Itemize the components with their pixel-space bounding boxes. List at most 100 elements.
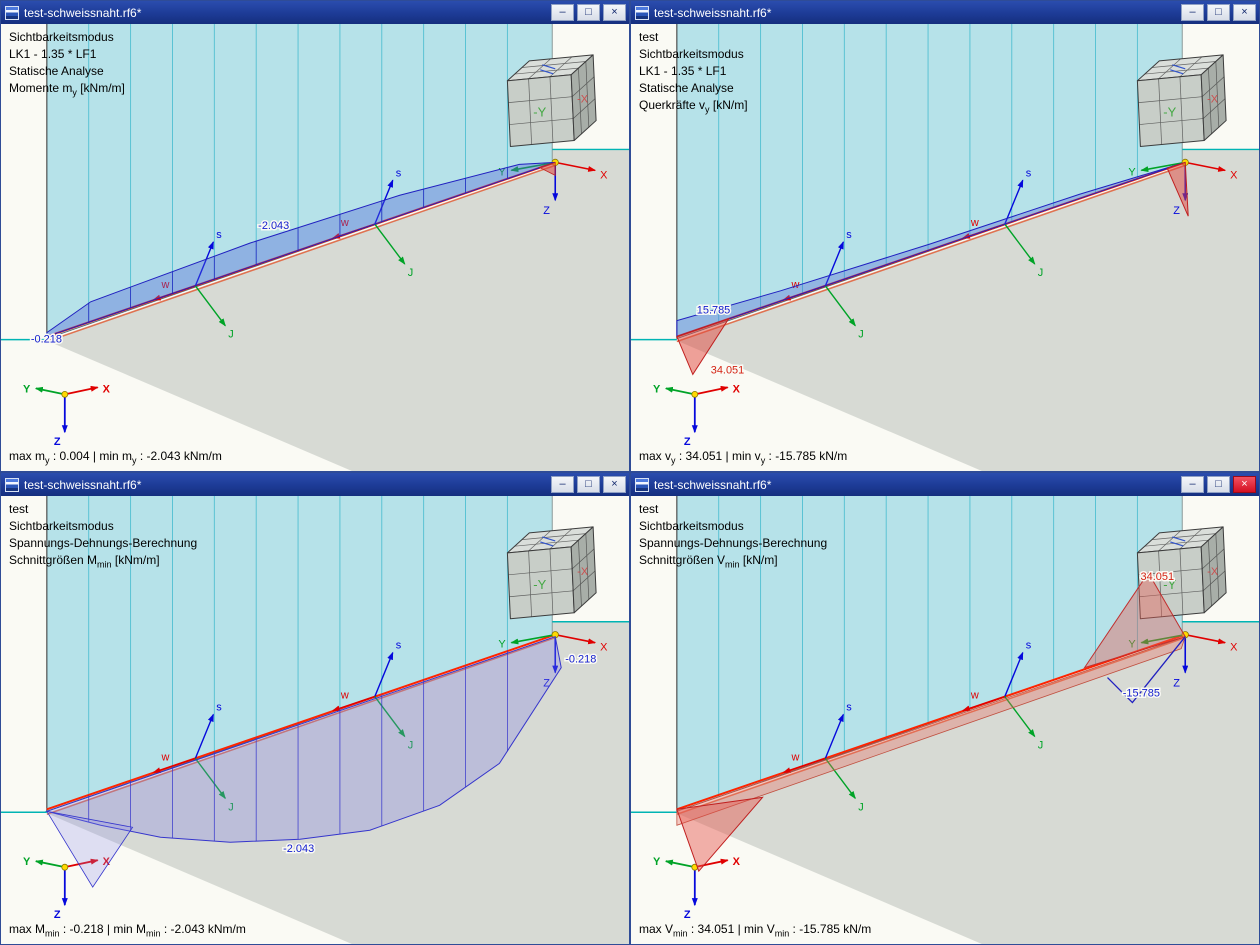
result-text: Querkräfte v bbox=[639, 98, 706, 112]
result-unit: [kNm/m] bbox=[111, 553, 160, 567]
minimize-button[interactable]: – bbox=[551, 476, 574, 493]
status-text: : -15.785 kN/m bbox=[765, 448, 848, 463]
result-text: Schnittgrößen M bbox=[9, 553, 98, 567]
close-button[interactable]: × bbox=[603, 4, 626, 21]
close-button[interactable]: × bbox=[1233, 4, 1256, 21]
window-title: test-schweissnaht.rf6* bbox=[654, 477, 772, 492]
maximize-button[interactable]: □ bbox=[577, 4, 600, 21]
minimize-icon: – bbox=[1189, 478, 1196, 490]
viewport-3d[interactable]: -15.785 34.051 test Sichtbarkeitsmodus S… bbox=[631, 496, 1259, 944]
window-titlebar[interactable]: test-schweissnaht.rf6* – □ × bbox=[631, 473, 1259, 496]
overlay-result-line: Querkräfte vy [kN/m] bbox=[639, 97, 748, 118]
result-info-overlay: Sichtbarkeitsmodus LK1 - 1.35 * LF1 Stat… bbox=[9, 29, 125, 101]
value-label-end: -0.218 bbox=[31, 334, 62, 346]
status-text: : -2.043 kNm/m bbox=[160, 921, 246, 936]
app-icon bbox=[635, 5, 649, 20]
status-text: max V bbox=[639, 921, 674, 936]
status-sub: min bbox=[146, 928, 161, 938]
window-controls: – □ × bbox=[1181, 476, 1256, 493]
result-sub: y bbox=[705, 104, 710, 115]
status-line: max Mmin : -0.218 | min Mmin : -2.043 kN… bbox=[9, 922, 246, 938]
value-label-max: -0.218 bbox=[565, 654, 596, 666]
close-icon: × bbox=[1241, 478, 1248, 490]
window-title: test-schweissnaht.rf6* bbox=[654, 5, 772, 20]
overlay-result-line: Schnittgrößen Vmin [kN/m] bbox=[639, 552, 827, 573]
close-button[interactable]: × bbox=[1233, 476, 1256, 493]
status-text: max M bbox=[9, 921, 45, 936]
overlay-line: Sichtbarkeitsmodus bbox=[639, 519, 744, 533]
close-icon: × bbox=[1241, 6, 1248, 18]
status-text: : -2.043 kNm/m bbox=[136, 448, 222, 463]
status-sub: min bbox=[774, 928, 790, 938]
window-controls: – □ × bbox=[551, 476, 626, 493]
value-label-max: 34.051 bbox=[711, 364, 744, 376]
window-titlebar[interactable]: test-schweissnaht.rf6* – □ × bbox=[1, 473, 629, 496]
status-line: max vy : 34.051 | min vy : -15.785 kN/m bbox=[639, 449, 847, 465]
status-text: : 34.051 | min V bbox=[687, 921, 775, 936]
window-controls: – □ × bbox=[551, 4, 626, 21]
viewport-3d[interactable]: -2.043 -0.218 Sichtbarkeitsmodus LK1 - 1… bbox=[1, 24, 629, 471]
overlay-line: Statische Analyse bbox=[9, 64, 104, 78]
overlay-line: LK1 - 1.35 * LF1 bbox=[9, 47, 97, 61]
viewport-3d[interactable]: 15.785 34.051 test Sichtbarkeitsmodus LK… bbox=[631, 24, 1259, 471]
status-text: max v bbox=[639, 448, 672, 463]
status-text: max m bbox=[9, 448, 45, 463]
result-sub: min bbox=[725, 559, 740, 570]
maximize-icon: □ bbox=[1215, 478, 1222, 490]
status-line: max my : 0.004 | min my : -2.043 kNm/m bbox=[9, 449, 222, 465]
window-shear-vy: test-schweissnaht.rf6* – □ × 15.785 34.0… bbox=[630, 0, 1260, 472]
status-sub: y bbox=[671, 455, 676, 465]
window-titlebar[interactable]: test-schweissnaht.rf6* – □ × bbox=[1, 1, 629, 24]
window-min-shear: test-schweissnaht.rf6* – □ × -15.785 34.… bbox=[630, 472, 1260, 945]
close-button[interactable]: × bbox=[603, 476, 626, 493]
value-label-min: 15.785 bbox=[697, 305, 730, 317]
min-shear-diagram bbox=[676, 571, 1186, 873]
app-icon bbox=[635, 477, 649, 492]
overlay-line: test bbox=[9, 502, 29, 516]
overlay-line: test bbox=[639, 30, 659, 44]
value-label-max: 34.051 bbox=[1141, 571, 1175, 583]
minimize-button[interactable]: – bbox=[1181, 476, 1204, 493]
status-sub: y bbox=[760, 455, 766, 465]
result-text: Schnittgrößen V bbox=[639, 553, 726, 567]
result-info-overlay: test Sichtbarkeitsmodus LK1 - 1.35 * LF1… bbox=[639, 29, 748, 118]
status-text: : 0.004 | min m bbox=[49, 448, 132, 463]
overlay-result-line: Schnittgrößen Mmin [kNm/m] bbox=[9, 552, 197, 573]
overlay-line: LK1 - 1.35 * LF1 bbox=[639, 64, 727, 78]
result-text: Momente m bbox=[9, 81, 73, 95]
status-sub: min bbox=[45, 928, 60, 938]
result-unit: [kN/m] bbox=[709, 98, 748, 112]
status-text: : -0.218 | min M bbox=[59, 921, 146, 936]
window-controls: – □ × bbox=[1181, 4, 1256, 21]
shear-diagram bbox=[676, 161, 1189, 376]
overlay-result-line: Momente my [kNm/m] bbox=[9, 80, 125, 101]
window-min-moments: test-schweissnaht.rf6* – □ × bbox=[0, 472, 630, 945]
overlay-line: Sichtbarkeitsmodus bbox=[9, 519, 114, 533]
minimize-button[interactable]: – bbox=[551, 4, 574, 21]
maximize-icon: □ bbox=[1215, 6, 1222, 18]
status-sub: min bbox=[673, 928, 688, 938]
result-unit: [kNm/m] bbox=[76, 81, 125, 95]
maximize-button[interactable]: □ bbox=[577, 476, 600, 493]
overlay-line: test bbox=[639, 502, 659, 516]
window-titlebar[interactable]: test-schweissnaht.rf6* – □ × bbox=[631, 1, 1259, 24]
app-icon bbox=[5, 477, 19, 492]
status-sub: y bbox=[131, 455, 137, 465]
minimize-icon: – bbox=[559, 6, 566, 18]
overlay-line: Sichtbarkeitsmodus bbox=[639, 47, 744, 61]
maximize-icon: □ bbox=[585, 478, 592, 490]
status-line: max Vmin : 34.051 | min Vmin : -15.785 k… bbox=[639, 922, 871, 938]
status-text: : -15.785 kN/m bbox=[789, 921, 872, 936]
overlay-line: Spannungs-Dehnungs-Berechnung bbox=[639, 536, 828, 550]
overlay-line: Sichtbarkeitsmodus bbox=[9, 30, 114, 44]
maximize-button[interactable]: □ bbox=[1207, 476, 1230, 493]
maximize-button[interactable]: □ bbox=[1207, 4, 1230, 21]
window-title: test-schweissnaht.rf6* bbox=[24, 477, 142, 492]
overlay-line: Statische Analyse bbox=[639, 81, 734, 95]
minimize-button[interactable]: – bbox=[1181, 4, 1204, 21]
result-unit: [kN/m] bbox=[739, 553, 778, 567]
minimize-icon: – bbox=[1189, 6, 1196, 18]
viewport-3d[interactable]: -2.043 -0.218 test Sichtbarkeitsmodus Sp… bbox=[1, 496, 629, 944]
minimize-icon: – bbox=[559, 478, 566, 490]
